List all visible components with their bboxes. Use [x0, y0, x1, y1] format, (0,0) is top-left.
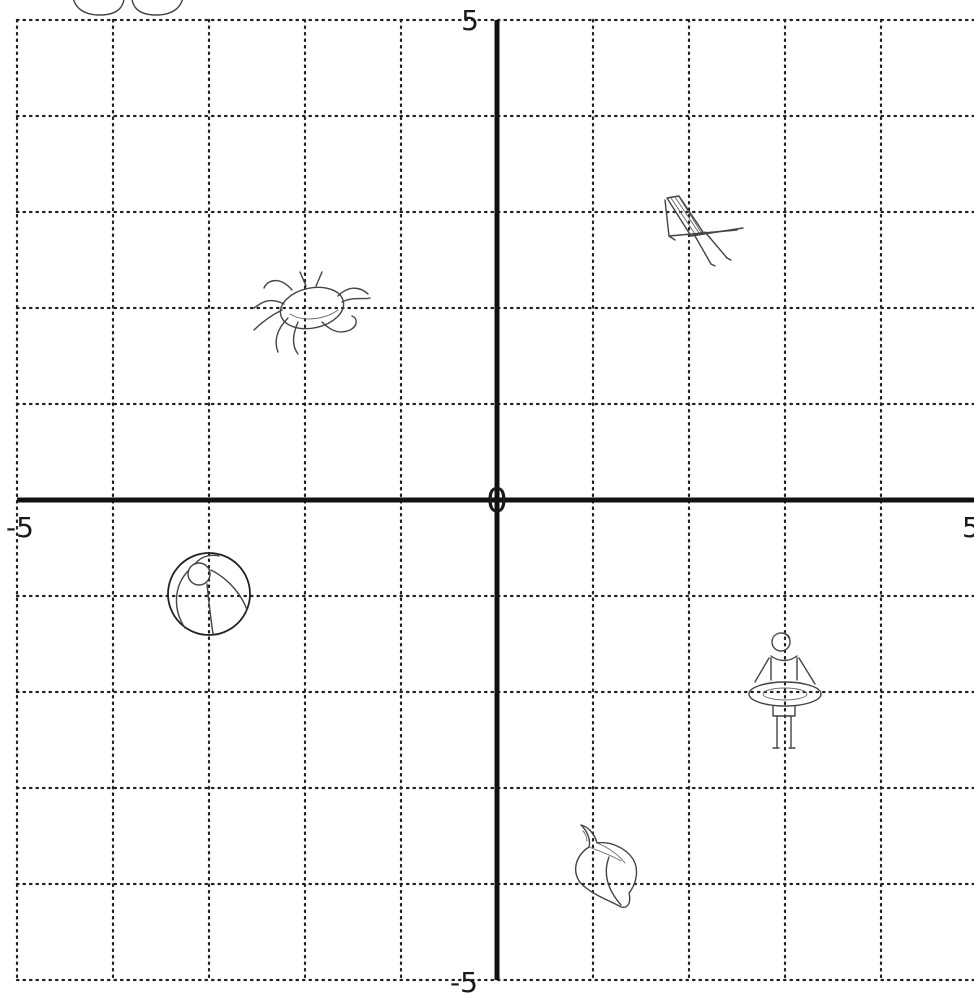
origin-label: 0: [486, 481, 508, 521]
crab-icon: [254, 272, 370, 354]
beach-chair-icon: [665, 196, 743, 266]
sunglasses-icon: [72, 0, 184, 15]
seashell-icon: [576, 825, 637, 907]
x-max-label: 5: [962, 511, 974, 544]
x-min-label: -5: [6, 511, 34, 544]
y-min-label: -5: [450, 966, 478, 994]
y-max-label: 5: [461, 4, 479, 37]
